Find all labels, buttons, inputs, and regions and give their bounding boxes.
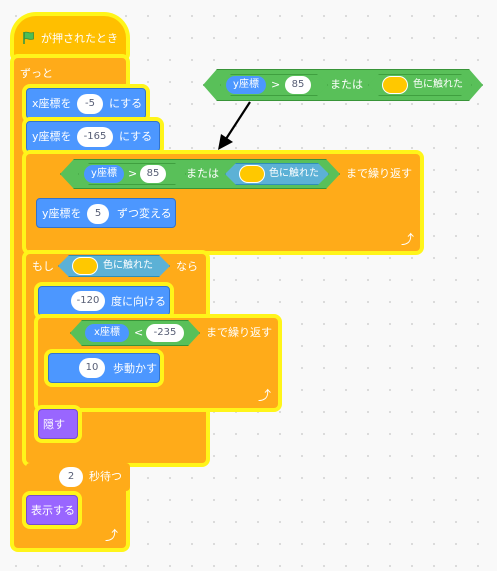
- change-y-block[interactable]: y座標を 5 ずつ変える: [36, 198, 176, 228]
- set-x-label: x座標を: [32, 97, 72, 110]
- change-y-label: y座標を: [42, 207, 82, 220]
- show-block[interactable]: 表示する: [26, 495, 78, 525]
- point-direction-suffix: 度に向ける: [111, 295, 166, 308]
- lt-op: <: [134, 326, 144, 339]
- or-label-1: または: [186, 167, 219, 180]
- point-direction-block[interactable]: -120 度に向ける: [38, 286, 170, 316]
- set-x-block[interactable]: x座標を -5 にする: [26, 88, 146, 119]
- touching-color-label-1: 色に触れた: [269, 168, 319, 179]
- color-swatch-1[interactable]: [239, 165, 265, 183]
- y-position-reporter-1[interactable]: y座標: [84, 165, 124, 183]
- set-x-suffix: にする: [109, 97, 143, 110]
- if-touching-color[interactable]: 色に触れた: [58, 255, 170, 277]
- move-steps-suffix: 歩動かす: [113, 362, 157, 375]
- change-y-suffix: ずつ変える: [117, 207, 172, 220]
- repeat-until-2-suffix: まで繰り返す: [206, 326, 272, 339]
- touching-color-1[interactable]: 色に触れた: [225, 163, 329, 185]
- repeat-until-1-suffix: まで繰り返す: [346, 167, 412, 180]
- set-y-input[interactable]: -165: [77, 127, 113, 147]
- less-than-condition[interactable]: x座標 < -235: [70, 320, 200, 346]
- wait-suffix: 秒待つ: [89, 470, 122, 483]
- set-y-suffix: にする: [119, 130, 153, 143]
- change-y-input[interactable]: 5: [87, 204, 109, 224]
- gt-op-1: >: [128, 167, 138, 180]
- floating-touching-label: 色に触れた: [413, 79, 463, 90]
- if-prefix: もし: [32, 260, 54, 273]
- hide-label: 隠す: [43, 418, 65, 431]
- point-direction-input[interactable]: -120: [71, 291, 105, 311]
- floating-touching-color[interactable]: 色に触れた: [368, 74, 472, 96]
- floating-y-position-reporter[interactable]: y座標: [226, 76, 266, 94]
- forever-label: ずっと: [20, 67, 53, 80]
- x-position-reporter[interactable]: x座標: [85, 324, 129, 342]
- repeat-until-1-arrow-icon: ⤴: [401, 233, 415, 248]
- arrow-annotation: [218, 101, 251, 150]
- hide-block[interactable]: 隠す: [38, 409, 78, 439]
- when-flag-clicked-block[interactable]: が押されたとき: [14, 16, 126, 58]
- floating-or-label: または: [330, 78, 363, 91]
- if-suffix: なら: [176, 260, 198, 273]
- set-y-label: y座標を: [32, 130, 72, 143]
- move-steps-input[interactable]: 10: [79, 358, 105, 378]
- floating-color-swatch[interactable]: [382, 76, 408, 94]
- floating-or-condition[interactable]: y座標 > 85 または 色に触れた: [203, 69, 483, 101]
- lt-value-input[interactable]: -235: [146, 324, 184, 342]
- wait-block[interactable]: 2 秒待つ: [26, 463, 130, 491]
- if-touching-label: 色に触れた: [103, 260, 153, 271]
- set-x-input[interactable]: -5: [77, 94, 103, 114]
- move-steps-block[interactable]: 10 歩動かす: [48, 353, 160, 383]
- or-condition-1[interactable]: y座標 > 85 または 色に触れた: [60, 159, 340, 189]
- if-color-swatch[interactable]: [72, 257, 98, 275]
- gt-value-input-1[interactable]: 85: [140, 165, 166, 183]
- floating-gt-op: >: [271, 78, 281, 91]
- repeat-until-2-arrow-icon: ⤴: [258, 389, 272, 404]
- green-flag-icon: [23, 31, 34, 44]
- floating-gt-value-input[interactable]: 85: [285, 76, 311, 94]
- hat-label: が押されたとき: [41, 32, 118, 45]
- show-label: 表示する: [31, 504, 75, 517]
- wait-input[interactable]: 2: [59, 467, 83, 487]
- forever-repeat-arrow-icon: ⤴: [105, 529, 119, 544]
- set-y-block[interactable]: y座標を -165 にする: [26, 121, 160, 152]
